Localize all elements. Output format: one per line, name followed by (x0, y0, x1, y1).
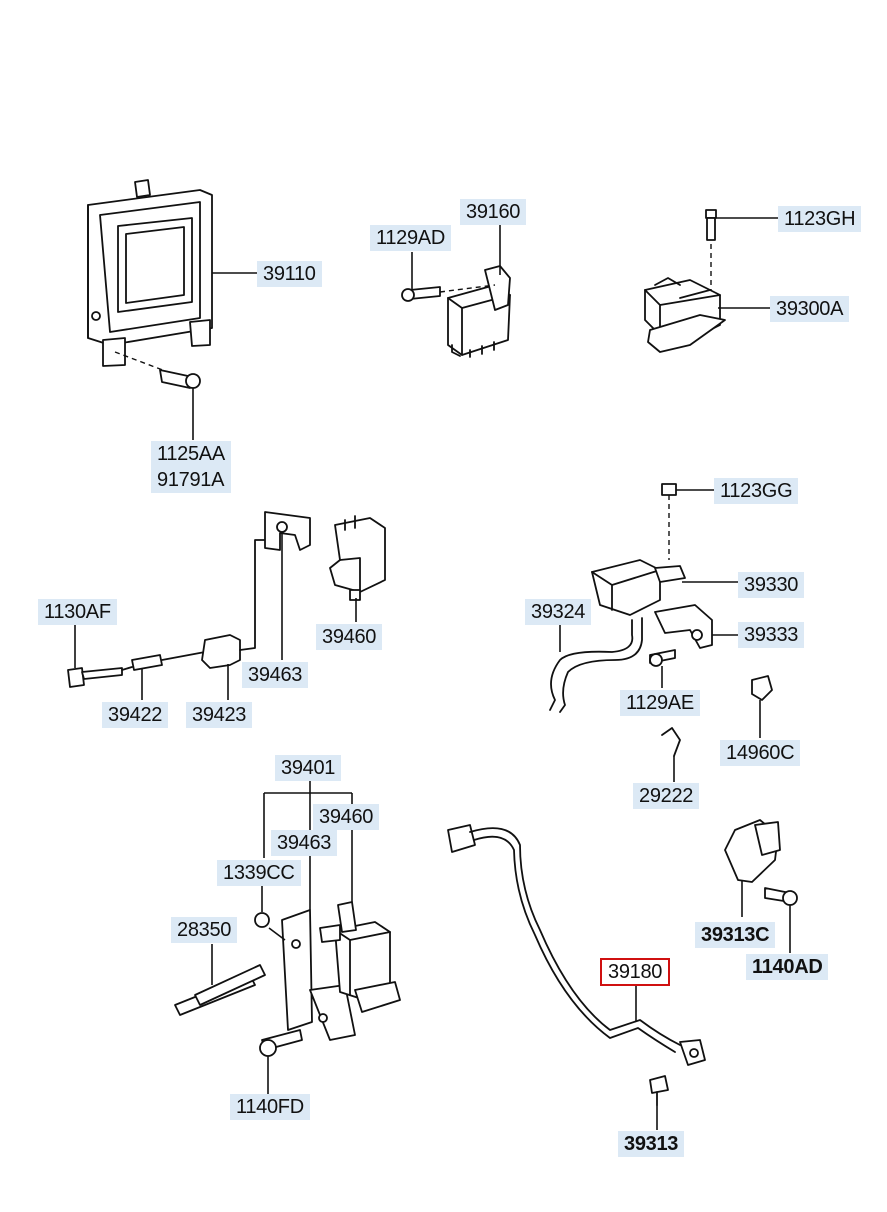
pressure-sensor-assembly-drawing (549, 483, 773, 757)
part-label-1140FD: 1140FD (230, 1094, 310, 1120)
relay-drawing (401, 265, 511, 358)
part-label-14960C: 14960C (720, 740, 801, 766)
part-label-39300A: 39300A (770, 296, 850, 322)
part-label-39324: 39324 (525, 599, 592, 625)
part-label-1339CC: 1339CC (217, 860, 301, 886)
part-label-39422: 39422 (102, 702, 169, 728)
part-label-28350: 28350 (171, 917, 238, 943)
part-label-39460-bottom: 39460 (313, 804, 380, 830)
part-label-1123GH: 1123GH (778, 206, 862, 232)
part-label-39401: 39401 (275, 755, 342, 781)
leader-lines (74, 217, 791, 1130)
part-label-39333: 39333 (738, 622, 805, 648)
part-label-39463-top: 39463 (242, 662, 309, 688)
vacuum-line-parts-drawing (67, 511, 386, 688)
map-sensor-drawing (644, 209, 726, 353)
part-label-39160: 39160 (460, 199, 527, 225)
part-label-29222: 29222 (633, 783, 700, 809)
part-label-39180-highlighted[interactable]: 39180 (600, 958, 671, 986)
part-label-39330: 39330 (738, 572, 805, 598)
solenoid-assembly-drawing (174, 901, 401, 1057)
part-label-39313C: 39313C (695, 922, 776, 948)
part-label-39110: 39110 (257, 261, 322, 287)
part-label-1123GG: 1123GG (714, 478, 799, 504)
part-label-1140AD: 1140AD (746, 954, 829, 980)
part-label-39460-top: 39460 (316, 624, 383, 650)
part-label-1130AF: 1130AF (38, 599, 117, 625)
part-label-39463-bottom: 39463 (271, 830, 338, 856)
part-label-39313: 39313 (618, 1131, 685, 1157)
ecu-module-drawing (87, 179, 213, 389)
cam-sensor-drawing (724, 819, 798, 906)
sensor-harness-drawing (447, 824, 706, 1106)
part-label-1125AA-91791A: 1125AA 91791A (151, 441, 231, 493)
part-label-1129AD: 1129AD (370, 225, 451, 251)
part-label-1129AE: 1129AE (620, 690, 700, 716)
part-label-39423: 39423 (186, 702, 253, 728)
